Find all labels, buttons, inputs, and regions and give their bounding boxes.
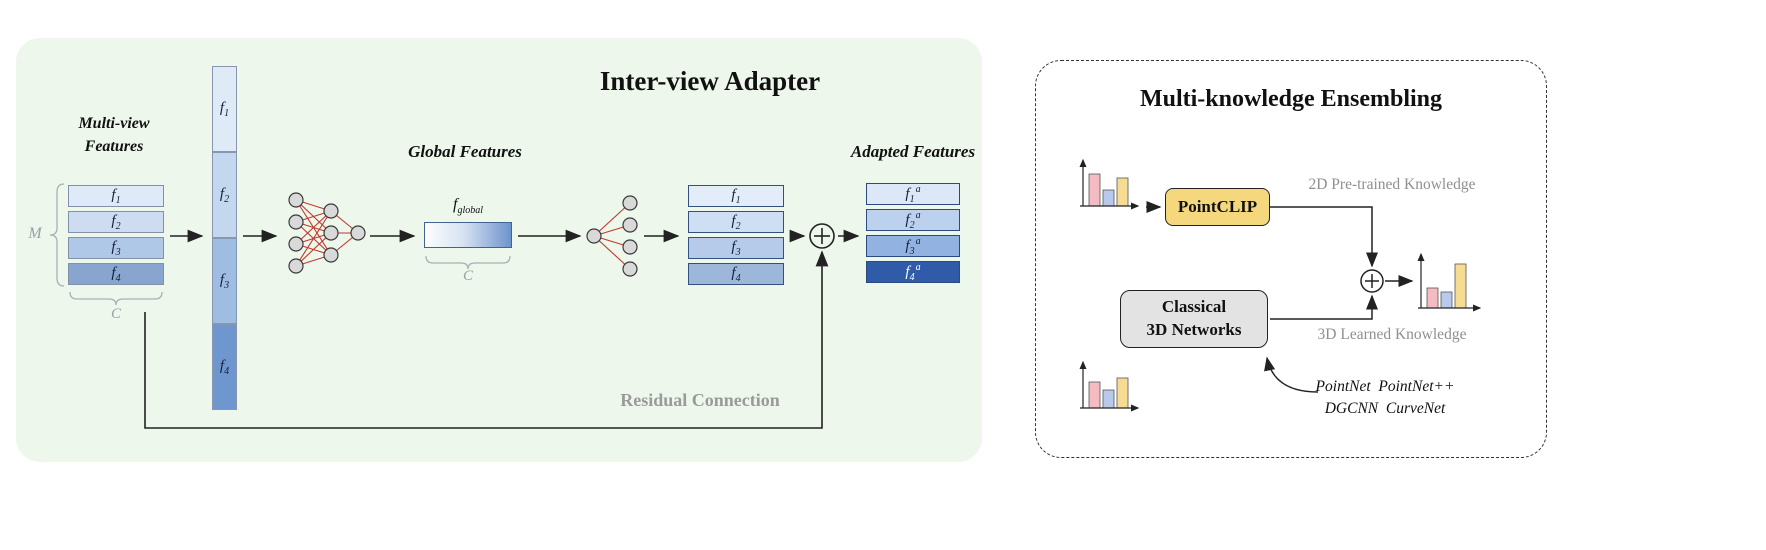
feature-label: f3a [905, 235, 921, 257]
global-feature-bar [424, 222, 512, 248]
mid-feature-box-f3: f3 [688, 237, 784, 259]
pointer-arrow-networks [1264, 356, 1319, 393]
m-dimension-label: M [28, 225, 42, 242]
feature-label: f2a [905, 209, 921, 231]
feature-label: f3 [111, 238, 121, 258]
adapted-feature-box-f3: f3a [866, 235, 960, 257]
networks-list-line2: DGCNN CurveNet [1324, 400, 1446, 417]
c-dimension-label-global: C [462, 268, 473, 284]
feature-label: f1a [905, 183, 921, 205]
multiview-feature-box-f3: f3 [68, 237, 164, 259]
adapted-features-label: Adapted Features [850, 142, 976, 161]
brace-c-global-icon [425, 255, 511, 270]
feature-label: f4 [219, 357, 230, 377]
feature-label: f3 [219, 271, 230, 291]
inter-view-adapter-title: Inter-view Adapter [599, 66, 821, 96]
feature-label: f3 [731, 238, 741, 258]
feature-label: f2 [219, 185, 230, 205]
classical-3d-networks-box: Classical 3D Networks [1120, 290, 1268, 348]
brace-c-stack-icon [69, 291, 163, 306]
mid-feature-box-f2: f2 [688, 211, 784, 233]
adapted-feature-box-f4: f4a [866, 261, 960, 283]
multiview-feature-box-f2: f2 [68, 211, 164, 233]
feature-label: f2 [111, 212, 121, 232]
concat-column-segment-f3: f3 [212, 238, 237, 324]
knowledge-3d-label: 3D Learned Knowledge [1317, 326, 1467, 343]
feature-label: f4a [905, 261, 921, 283]
residual-connection-label: Residual Connection [620, 390, 780, 410]
concat-column-segment-f2: f2 [212, 152, 237, 238]
mid-feature-box-f1: f1 [688, 185, 784, 207]
multiview-features-label: Multi-view Features [78, 115, 150, 156]
feature-label: f1 [219, 99, 230, 119]
knowledge-2d-label: 2D Pre-trained Knowledge [1308, 176, 1476, 193]
bar-chart-3d-input-icon [1079, 360, 1140, 412]
adapted-feature-box-f1: f1a [866, 183, 960, 205]
global-features-label: Global Features [408, 142, 522, 161]
residual-connection-line [144, 250, 829, 429]
ensemble-circled-plus-icon [1360, 269, 1384, 293]
adapted-feature-box-f2: f2a [866, 209, 960, 231]
mlp-decoder-icon [586, 195, 638, 277]
feature-label: f1 [731, 186, 741, 206]
bar-chart-output-icon [1417, 252, 1482, 312]
mlp-encoder-icon [288, 192, 366, 274]
feature-label: f1 [111, 186, 121, 206]
pointclip-box: PointCLIP [1165, 188, 1270, 226]
line-pointclip-to-sum [1270, 206, 1378, 268]
feature-label: f2 [731, 212, 741, 232]
bar-chart-2d-input-icon [1079, 158, 1140, 210]
inter-view-adapter-panel [16, 38, 982, 462]
brace-m-icon [49, 183, 65, 287]
line-classical-to-sum [1270, 294, 1378, 320]
c-dimension-label-stack: C [110, 306, 121, 322]
feature-label: f4 [731, 264, 741, 284]
fglobal-label: fglobal [452, 196, 483, 217]
multi-knowledge-ensembling-title: Multi-knowledge Ensembling [1139, 86, 1443, 112]
multiview-feature-box-f4: f4 [68, 263, 164, 285]
mid-feature-box-f4: f4 [688, 263, 784, 285]
multiview-feature-box-f1: f1 [68, 185, 164, 207]
concat-column-segment-f4: f4 [212, 324, 237, 410]
sum-circled-plus-icon [809, 223, 835, 249]
feature-label: f4 [111, 264, 121, 284]
concat-column-segment-f1: f1 [212, 66, 237, 152]
networks-list-line1: PointNet PointNet++ [1315, 378, 1455, 395]
